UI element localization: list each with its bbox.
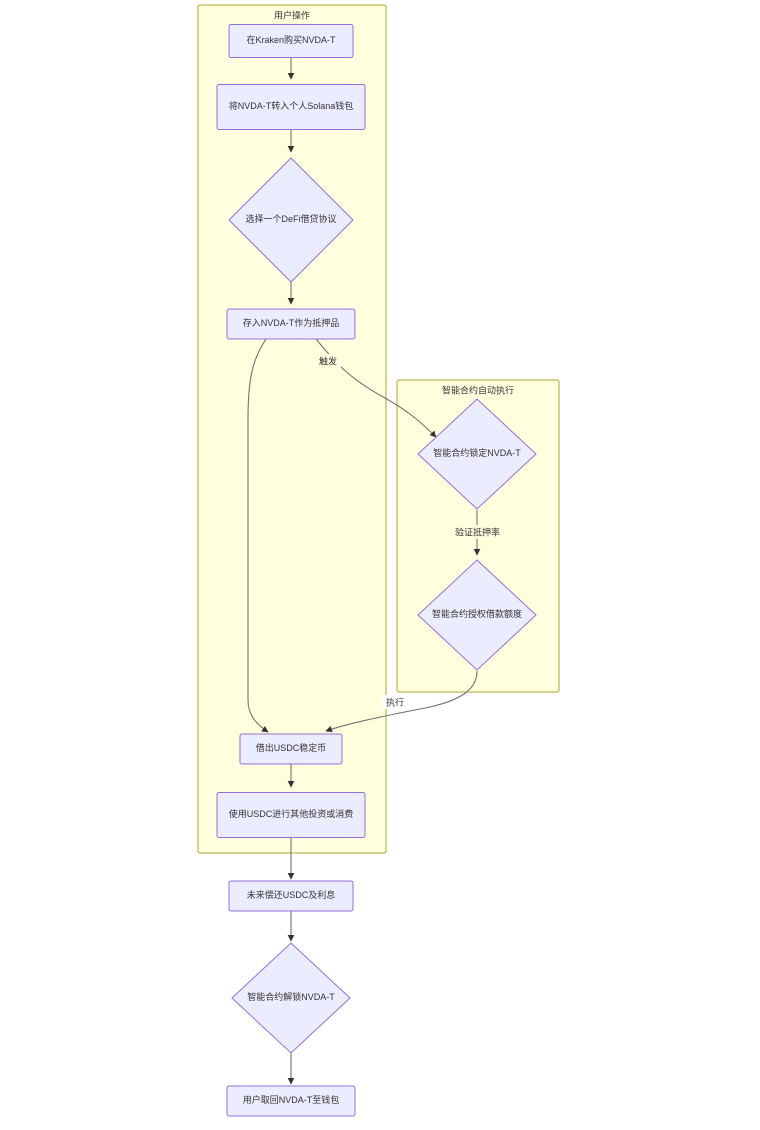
cluster-user-operations-box <box>197 4 387 854</box>
node-group: 在Kraken购买NVDA-T 将NVDA-T转入个人Solana钱包选择一个De… <box>216 24 537 1117</box>
node-n3[interactable]: 选择一个DeFi借贷协议 <box>228 157 354 283</box>
node-label-n7: 借出USDC稳定币 <box>256 742 327 753</box>
node-n4[interactable]: 存入NVDA-T作为抵押品 <box>226 308 356 340</box>
cluster-user-operations: 用户操作 <box>197 4 387 854</box>
node-shape-diamond[interactable] <box>228 157 354 283</box>
node-label-n3: 选择一个DeFi借贷协议 <box>245 213 336 224</box>
node-label-n6: 智能合约授权借款额度 <box>432 608 522 619</box>
node-label-n1: 在Kraken购买NVDA-T <box>246 34 336 45</box>
node-shape-rect[interactable] <box>226 1085 356 1117</box>
node-n6[interactable]: 智能合约授权借款额度 <box>417 559 537 671</box>
edge-label-execute-text: 执行 <box>386 696 404 707</box>
edge-label-execute: 执行 <box>382 695 408 709</box>
node-n5[interactable]: 智能合约锁定NVDA-T <box>417 398 537 510</box>
node-shape-diamond[interactable] <box>231 942 351 1054</box>
edge-label-verify-ratio-text: 验证抵押率 <box>455 526 500 537</box>
node-label-n5: 智能合约锁定NVDA-T <box>433 447 521 458</box>
node-label-n11: 用户取回NVDA-T至钱包 <box>243 1094 340 1105</box>
edge-label-execute-bg <box>382 695 408 709</box>
node-n1[interactable]: 在Kraken购买NVDA-T <box>228 24 354 58</box>
node-label-n2: 将NVDA-T转入个人Solana钱包 <box>229 100 354 111</box>
node-n9[interactable]: 未来偿还USDC及利息 <box>228 880 354 912</box>
edge-label-trigger: 触发 <box>315 354 341 368</box>
edge-n6-n7-execute <box>325 670 478 733</box>
edge-label-trigger-text: 触发 <box>319 355 337 366</box>
node-shape-rect[interactable] <box>228 24 354 58</box>
node-shape-rect[interactable] <box>216 792 366 838</box>
edge-group <box>247 58 481 1085</box>
node-n7[interactable]: 借出USDC稳定币 <box>239 733 343 765</box>
edge-label-verify-ratio: 验证抵押率 <box>449 525 506 539</box>
node-shape-rect[interactable] <box>226 308 356 340</box>
node-shape-diamond[interactable] <box>417 559 537 671</box>
node-shape-rect[interactable] <box>239 733 343 765</box>
cluster-user-operations-label: 用户操作 <box>274 9 310 20</box>
cluster-smart-contract-label: 智能合约自动执行 <box>442 384 514 395</box>
edge-label-trigger-bg <box>315 354 341 368</box>
node-label-n9: 未来偿还USDC及利息 <box>247 889 336 900</box>
node-n2[interactable]: 将NVDA-T转入个人Solana钱包 <box>216 84 366 130</box>
node-label-n4: 存入NVDA-T作为抵押品 <box>243 317 340 328</box>
edge-n4-n7 <box>247 338 269 733</box>
node-n11[interactable]: 用户取回NVDA-T至钱包 <box>226 1085 356 1117</box>
node-shape-diamond[interactable] <box>417 398 537 510</box>
node-label-n10: 智能合约解锁NVDA-T <box>247 991 335 1002</box>
node-n10[interactable]: 智能合约解锁NVDA-T <box>231 942 351 1054</box>
node-shape-rect[interactable] <box>216 84 366 130</box>
node-label-n8: 使用USDC进行其他投资或消费 <box>229 808 354 819</box>
edge-label-verify-ratio-bg <box>449 525 506 539</box>
node-n8[interactable]: 使用USDC进行其他投资或消费 <box>216 792 366 838</box>
node-shape-rect[interactable] <box>228 880 354 912</box>
